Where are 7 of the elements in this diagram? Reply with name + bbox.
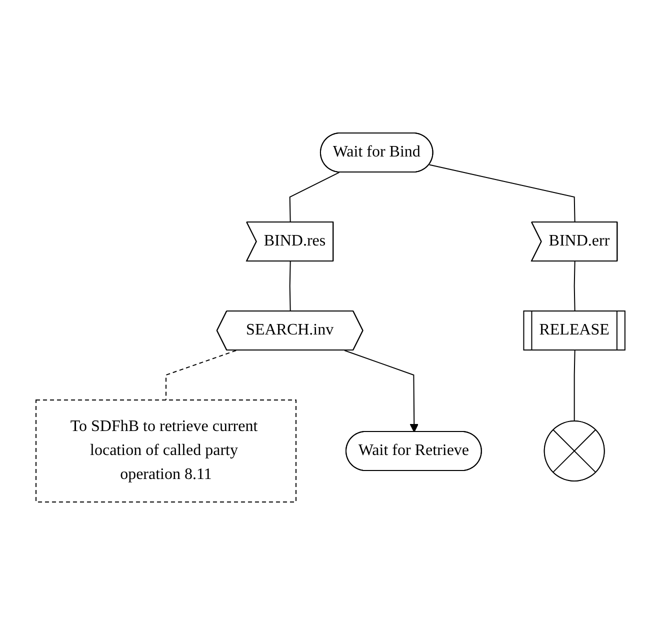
connector	[574, 350, 576, 421]
arrow	[344, 350, 419, 432]
connector	[428, 164, 576, 222]
connector	[574, 260, 576, 312]
connector	[289, 260, 291, 312]
node-box: To SDFhB to retrieve current location of called party operation 8.11	[36, 399, 297, 502]
connector	[289, 171, 340, 222]
